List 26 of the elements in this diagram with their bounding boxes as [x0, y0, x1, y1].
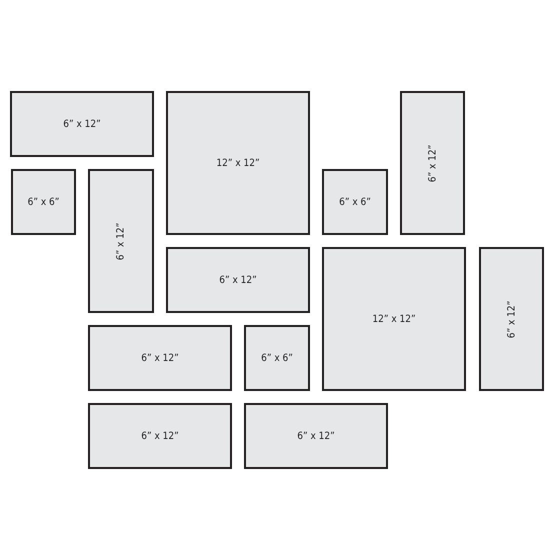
- tile-rectangle: [88, 325, 232, 391]
- tile-rectangle: [322, 247, 466, 391]
- tile-rectangle: [166, 247, 310, 313]
- tile-size-label: 6” x 6”: [261, 352, 293, 364]
- tile-size-label: 6” x 6”: [339, 196, 371, 208]
- tile-size-label: 6” x 12”: [141, 352, 179, 364]
- tile-rectangle: [166, 91, 310, 235]
- tile-rectangle: [88, 403, 232, 469]
- tile-size-label: 6” x 6”: [28, 196, 60, 208]
- tile-rectangle: [479, 247, 544, 391]
- tile-rectangle: [244, 403, 388, 469]
- tile-size-label: 6” x 12”: [427, 144, 438, 182]
- tile-size-label: 6” x 12”: [219, 274, 257, 286]
- tile-rectangle: [322, 169, 388, 235]
- tile-size-label: 6” x 12”: [297, 430, 335, 442]
- tile-rectangle: [400, 91, 465, 235]
- tile-size-label: 6” x 12”: [63, 118, 101, 130]
- tile-rectangle: [10, 91, 154, 157]
- tile-rectangle: [88, 169, 154, 313]
- tile-size-label: 12” x 12”: [216, 158, 260, 168]
- tile-size-label: 12” x 12”: [372, 314, 416, 324]
- tile-rectangle: [244, 325, 310, 391]
- tile-size-label: 6” x 12”: [506, 300, 517, 338]
- tile-rectangle: [11, 169, 76, 235]
- tile-size-label: 6” x 12”: [141, 430, 179, 442]
- tile-size-label: 6” x 12”: [116, 222, 126, 260]
